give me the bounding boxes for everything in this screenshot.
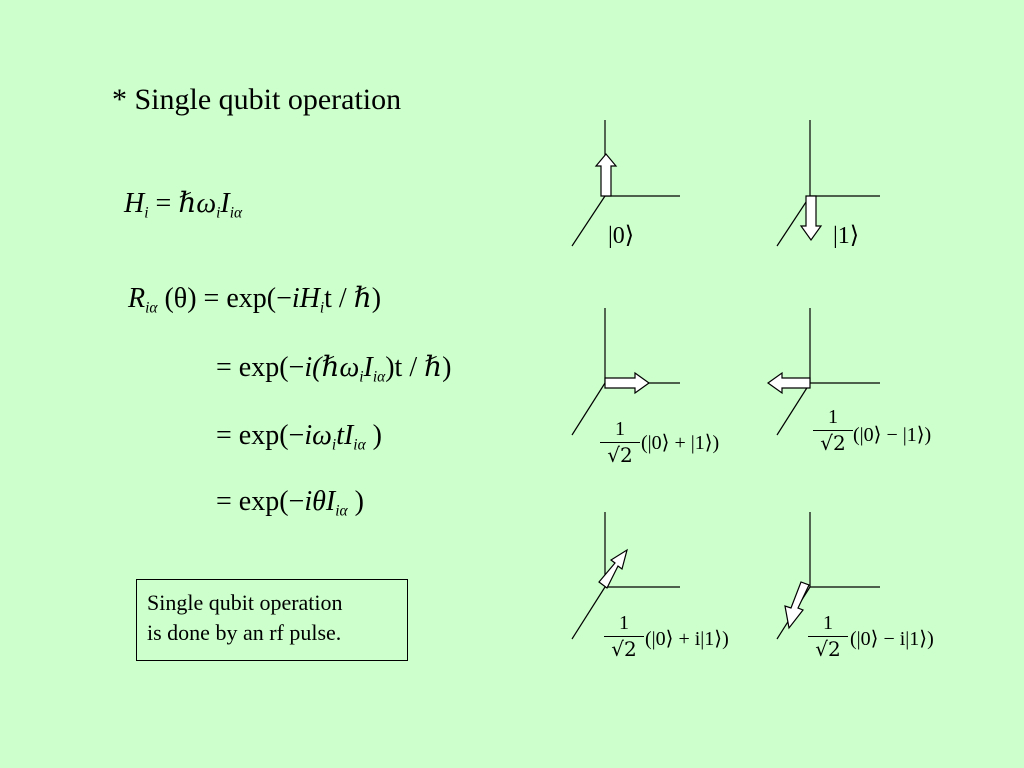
eq-b: I <box>363 352 373 383</box>
arrow-right-icon <box>604 371 651 395</box>
eq-pre: = exp(− <box>216 486 305 517</box>
eq-b: tI <box>336 420 354 451</box>
fraction-plus: 1 √2 <box>600 418 640 466</box>
arrow-down-icon <box>799 195 823 242</box>
frac-den: √2 <box>607 443 633 467</box>
state-minus-i-label: (|0⟩ − i|1⟩) <box>850 628 934 650</box>
frac-den: √2 <box>820 431 846 455</box>
note-line2: is done by an rf pulse. <box>147 620 342 645</box>
equals-sign: = <box>155 188 172 219</box>
arrow-down-left-icon <box>784 581 810 630</box>
note-line1: Single qubit operation <box>147 590 343 615</box>
axes-plus <box>571 308 680 436</box>
eq-a: iθI <box>304 486 336 517</box>
rotation-equation-line1: Riα (θ) = exp(−iHit / ℏ) <box>128 281 381 317</box>
eq-mid: iH <box>291 283 320 314</box>
frac-num: 1 <box>823 612 833 634</box>
eq-a: iω <box>304 420 332 451</box>
eq-sub2: iα <box>335 502 348 520</box>
r-sub: iα <box>145 299 158 317</box>
eq-post: ) <box>347 486 364 517</box>
state-plus-i-label: (|0⟩ + i|1⟩) <box>645 628 729 650</box>
hamiltonian-equation: Hi = ℏωiIiα <box>124 186 242 222</box>
fraction-minus-i: 1 √2 <box>808 612 848 660</box>
frac-num: 1 <box>619 612 629 634</box>
axes-minus <box>776 308 880 436</box>
eq-sub2: iα <box>372 368 386 386</box>
r-symbol: R <box>128 283 146 314</box>
eq-a: i(ℏω <box>304 352 360 383</box>
ket-1-label: |1⟩ <box>833 223 860 249</box>
i-operator-sub: iα <box>229 204 243 222</box>
frac-num: 1 <box>828 406 838 428</box>
arrow-left-icon <box>766 371 811 395</box>
rf-pulse-note: Single qubit operation is done by an rf … <box>136 579 408 661</box>
eq-sub: i <box>319 299 325 317</box>
eq-post: )t / ℏ) <box>385 352 452 383</box>
eq-post: ) <box>365 420 382 451</box>
eq-sub2: iα <box>353 436 366 454</box>
state-plus-label: (|0⟩ + |1⟩) <box>641 432 720 454</box>
axes-ket1 <box>776 120 880 247</box>
eq-sub1: i <box>359 368 364 386</box>
arrow-up-right-icon <box>598 548 628 589</box>
eq-pre: = exp(− <box>216 420 305 451</box>
frac-num: 1 <box>615 418 625 440</box>
omega-sub: i <box>216 204 221 222</box>
rotation-equation-line3: = exp(−iωitIiα ) <box>216 418 382 454</box>
eq-pre: = exp(− <box>203 283 292 314</box>
hbar-symbol: ℏ <box>178 188 197 219</box>
frac-den: √2 <box>611 637 637 661</box>
fraction-minus: 1 √2 <box>813 406 853 454</box>
state-minus-label: (|0⟩ − |1⟩) <box>853 424 932 446</box>
fraction-plus-i: 1 √2 <box>604 612 644 660</box>
ket-0-label: |0⟩ <box>608 223 635 249</box>
omega-symbol: ω <box>196 188 217 219</box>
theta-arg: (θ) <box>164 283 197 314</box>
slide-title: * Single qubit operation <box>112 83 402 116</box>
i-operator: I <box>220 188 230 219</box>
rotation-equation-line4: = exp(−iθIiα ) <box>216 484 364 520</box>
rotation-equation-line2: = exp(−i(ℏωiIiα)t / ℏ) <box>216 350 451 386</box>
eq-sub1: i <box>331 436 337 454</box>
arrow-up-icon <box>594 153 618 197</box>
eq-post: t / ℏ) <box>324 283 382 314</box>
frac-den: √2 <box>815 637 841 661</box>
h-sub: i <box>144 204 149 222</box>
eq-pre: = exp(− <box>216 352 305 383</box>
h-symbol: H <box>124 188 145 219</box>
